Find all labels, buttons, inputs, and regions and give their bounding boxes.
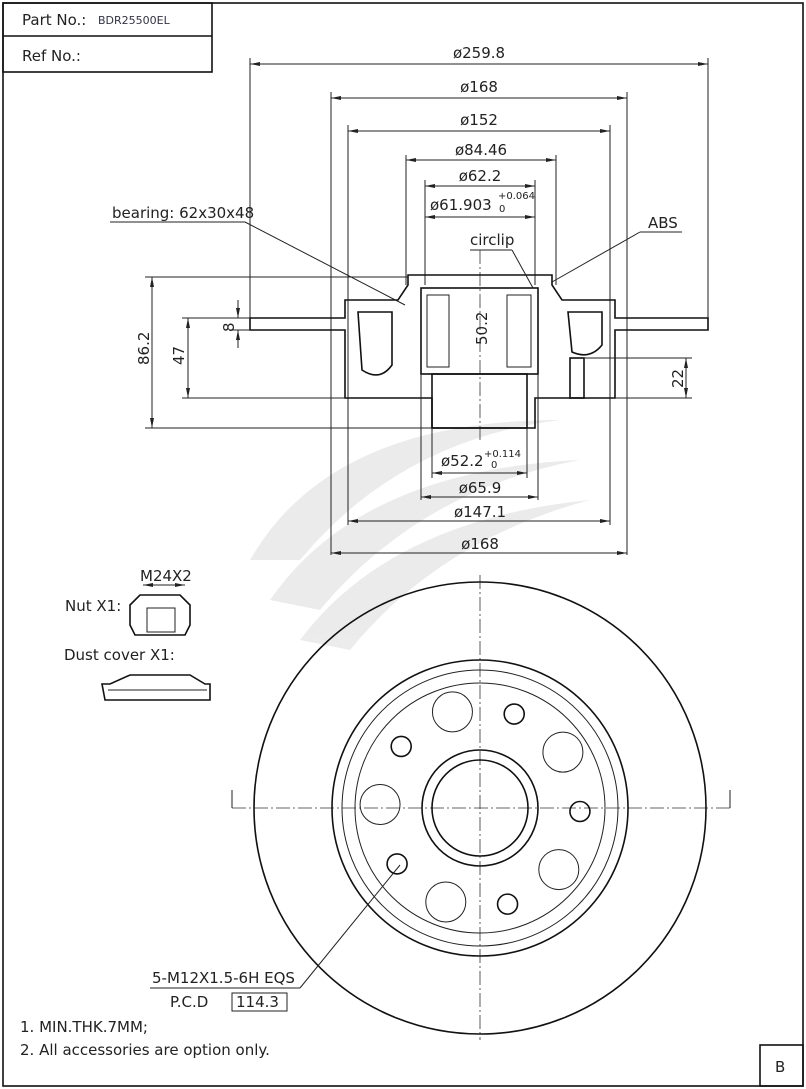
title-block: Part No.: BDR25500EL Ref No.:: [2, 2, 213, 73]
nut-label: Nut X1:: [65, 597, 121, 615]
vent-pocket: [425, 881, 467, 923]
dim-61-903: ø61.903: [430, 196, 492, 214]
dim-86-2: 86.2: [135, 332, 153, 365]
part-number: BDR25500EL: [98, 14, 171, 27]
pcd-value: 114.3: [236, 993, 279, 1011]
note-1: 1. MIN.THK.7MM;: [20, 1018, 148, 1036]
bolt-hole: [390, 735, 412, 758]
nut: M24X2 Nut X1:: [65, 567, 192, 636]
side-dimensions: 86.2 47 8 22: [135, 276, 692, 429]
bolt-hole: [386, 853, 408, 875]
vent-pocket: [359, 784, 401, 826]
thread-spec: 5-M12X1.5-6H EQS P.C.D 114.3: [150, 864, 401, 1012]
sheet-mark: B: [775, 1058, 785, 1076]
dim-61-903-tol-upper: +0.064: [498, 191, 535, 202]
dim-147-1: ø147.1: [454, 503, 506, 521]
dim-84-46: ø84.46: [455, 141, 507, 159]
dim-152: ø152: [460, 111, 498, 129]
note-2: 2. All accessories are option only.: [20, 1041, 270, 1059]
ref-no-label: Ref No.:: [22, 47, 81, 65]
bottom-dimensions: ø52.2 +0.114 0 ø65.9 ø147.1 ø168: [331, 374, 627, 555]
section-view: 50.2: [249, 250, 709, 440]
dim-168-bottom: ø168: [461, 535, 499, 553]
dim-259-8: ø259.8: [453, 44, 505, 62]
dust-cover-label: Dust cover X1:: [64, 646, 175, 664]
dim-168-top: ø168: [460, 78, 498, 96]
bolt-hole: [496, 893, 519, 915]
sheet-mark-box: [759, 1044, 804, 1087]
dim-52-2: ø52.2: [441, 452, 484, 470]
dim-47: 47: [170, 346, 188, 365]
thread-callout: 5-M12X1.5-6H EQS: [152, 969, 295, 987]
watermark-logo: [250, 420, 590, 650]
abs-callout: ABS: [648, 214, 678, 232]
dim-8: 8: [220, 322, 238, 332]
pcd-label: P.C.D: [170, 993, 208, 1011]
part-no-label: Part No.:: [22, 11, 86, 29]
dim-22: 22: [669, 369, 687, 388]
dim-52-2-tol-upper: +0.114: [484, 449, 521, 460]
bolt-hole: [503, 703, 526, 725]
top-dimensions: ø259.8 ø168 ø152 ø84.46 ø62.2 ø61.903 +0…: [249, 44, 709, 555]
dim-61-903-tol-lower: 0: [499, 204, 505, 215]
front-view: [231, 575, 731, 1040]
bearing-callout: bearing: 62x30x48: [112, 204, 254, 222]
callouts: bearing: 62x30x48 ABS circlip: [110, 204, 682, 306]
vent-pocket: [431, 691, 473, 733]
dust-cover: Dust cover X1:: [64, 646, 211, 701]
dim-62-2: ø62.2: [459, 167, 502, 185]
dim-50-2: 50.2: [473, 312, 491, 345]
dim-52-2-tol-lower: 0: [491, 460, 497, 471]
vent-pocket: [542, 731, 584, 773]
circlip-callout: circlip: [470, 231, 514, 249]
vent-pocket: [538, 849, 580, 891]
nut-size: M24X2: [140, 567, 192, 585]
bolt-hole: [569, 800, 591, 823]
dim-65-9: ø65.9: [459, 479, 502, 497]
